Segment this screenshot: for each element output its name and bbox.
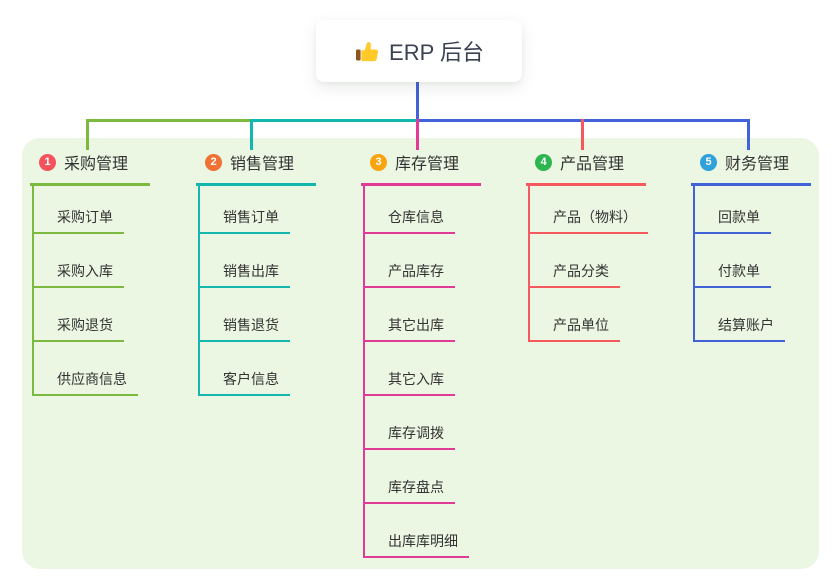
child-node[interactable]: 销售出库	[200, 234, 290, 288]
bus-segment	[251, 119, 418, 122]
branch-label: 库存管理	[395, 156, 460, 173]
branch-drop-line	[250, 119, 253, 150]
branch-number-badge: 2	[205, 153, 222, 171]
branch-drop-line	[416, 119, 419, 150]
branch-number-badge: 5	[700, 153, 717, 171]
child-node[interactable]: 库存调拨	[365, 396, 455, 450]
branch-label: 采购管理	[64, 156, 129, 173]
branch-header[interactable]: 3 库存管理	[361, 148, 481, 186]
child-node[interactable]: 供应商信息	[34, 342, 138, 396]
branch-drop-line	[86, 119, 89, 150]
child-node[interactable]: 结算账户	[695, 288, 785, 342]
branch-header[interactable]: 1 采购管理	[30, 148, 150, 186]
child-node[interactable]: 客户信息	[200, 342, 290, 396]
branch-5: 5 财务管理回款单付款单结算账户	[691, 148, 811, 342]
child-node[interactable]: 其它出库	[365, 288, 455, 342]
child-node[interactable]: 采购退货	[34, 288, 124, 342]
branch-label: 销售管理	[230, 156, 295, 173]
child-node[interactable]: 销售订单	[200, 186, 290, 234]
root-label: ERP 后台	[389, 40, 484, 65]
branch-children: 采购订单采购入库采购退货供应商信息	[32, 186, 138, 396]
child-node[interactable]: 销售退货	[200, 288, 290, 342]
branch-label: 财务管理	[725, 156, 790, 173]
branch-children: 回款单付款单结算账户	[693, 186, 785, 342]
branch-children: 销售订单销售出库销售退货客户信息	[198, 186, 290, 396]
child-node[interactable]: 出库库明细	[365, 504, 469, 558]
bus-segment	[86, 119, 253, 122]
branch-children: 仓库信息产品库存其它出库其它入库库存调拨库存盘点出库库明细	[363, 186, 469, 558]
child-node[interactable]: 回款单	[695, 186, 771, 234]
branch-header[interactable]: 5 财务管理	[691, 148, 811, 186]
branch-number-badge: 3	[370, 153, 387, 171]
branch-drop-line	[747, 119, 750, 150]
child-node[interactable]: 其它入库	[365, 342, 455, 396]
child-node[interactable]: 产品（物料）	[530, 186, 648, 234]
root-node[interactable]: ERP 后台	[316, 20, 522, 82]
child-node[interactable]: 付款单	[695, 234, 771, 288]
branch-label: 产品管理	[560, 156, 625, 173]
root-drop-line	[416, 82, 419, 122]
branch-2: 2 销售管理销售订单销售出库销售退货客户信息	[196, 148, 316, 396]
child-node[interactable]: 采购入库	[34, 234, 124, 288]
branch-children: 产品（物料）产品分类产品单位	[528, 186, 648, 342]
thumbs-up-icon	[354, 39, 380, 63]
branch-4: 4 产品管理产品（物料）产品分类产品单位	[526, 148, 648, 342]
branch-3: 3 库存管理仓库信息产品库存其它出库其它入库库存调拨库存盘点出库库明细	[361, 148, 481, 558]
branch-number-badge: 1	[39, 153, 56, 171]
branch-number-badge: 4	[535, 153, 552, 171]
child-node[interactable]: 采购订单	[34, 186, 124, 234]
child-node[interactable]: 产品分类	[530, 234, 620, 288]
branch-header[interactable]: 4 产品管理	[526, 148, 646, 186]
child-node[interactable]: 库存盘点	[365, 450, 455, 504]
branch-header[interactable]: 2 销售管理	[196, 148, 316, 186]
child-node[interactable]: 产品单位	[530, 288, 620, 342]
child-node[interactable]: 产品库存	[365, 234, 455, 288]
child-node[interactable]: 仓库信息	[365, 186, 455, 234]
branch-1: 1 采购管理采购订单采购入库采购退货供应商信息	[30, 148, 150, 396]
branches-panel	[22, 138, 819, 569]
branch-drop-line	[581, 119, 584, 150]
